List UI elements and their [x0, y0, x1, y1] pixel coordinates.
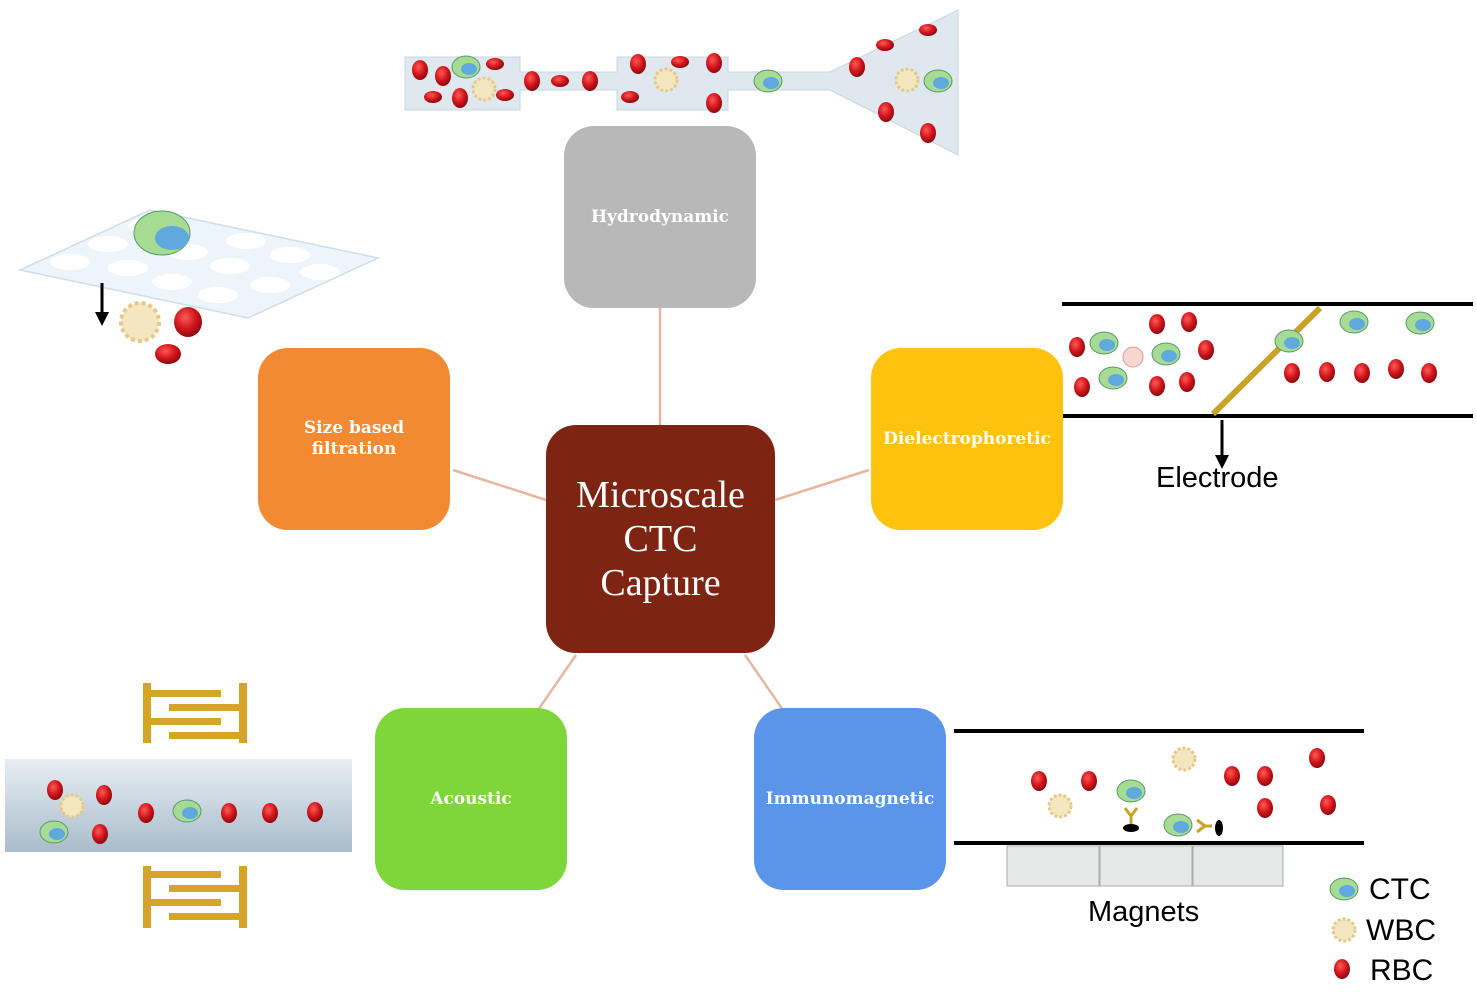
legend-ctc-label: CTC: [1369, 873, 1431, 906]
dielectrophoretic-channel-illustration: [1062, 302, 1473, 469]
size-filtration-label-line2: filtration: [311, 439, 397, 459]
hydrodynamic-channel-illustration: [404, 9, 959, 156]
dielectrophoretic-label: Dielectrophoretic: [883, 428, 1051, 449]
immunomagnetic-box: Immunomagnetic: [754, 708, 946, 890]
legend-wbc-label: WBC: [1366, 914, 1436, 947]
center-title-line3: Capture: [600, 562, 721, 604]
acoustic-box: Acoustic: [375, 708, 567, 890]
connector-lines: [452, 308, 870, 711]
center-title-box: Microscale CTC Capture: [546, 425, 775, 653]
rbc-cell-icon: [1334, 959, 1350, 979]
dielectrophoretic-box: Dielectrophoretic: [871, 348, 1063, 530]
legend-rbc-label: RBC: [1370, 954, 1434, 987]
filtration-membrane-illustration: [17, 209, 381, 364]
ctc-cell-icon: [1329, 877, 1359, 901]
acoustic-label: Acoustic: [430, 788, 512, 809]
center-title-line2: CTC: [623, 518, 698, 560]
immunomagnetic-label: Immunomagnetic: [765, 788, 935, 809]
hydrodynamic-box: Hydrodynamic: [564, 126, 756, 308]
center-title-line1: Microscale: [576, 474, 745, 516]
legend-icons: [1329, 877, 1359, 979]
size-filtration-label-line1: Size based: [303, 418, 405, 438]
immunomagnetic-channel-illustration: [954, 729, 1364, 887]
hydrodynamic-label: Hydrodynamic: [590, 206, 730, 227]
size-filtration-box: Size based filtration: [258, 348, 450, 530]
acoustic-channel-illustration: [5, 683, 352, 928]
wbc-cell-icon: [1331, 917, 1357, 943]
electrode-label: Electrode: [1156, 462, 1279, 494]
magnets-label: Magnets: [1088, 896, 1200, 928]
